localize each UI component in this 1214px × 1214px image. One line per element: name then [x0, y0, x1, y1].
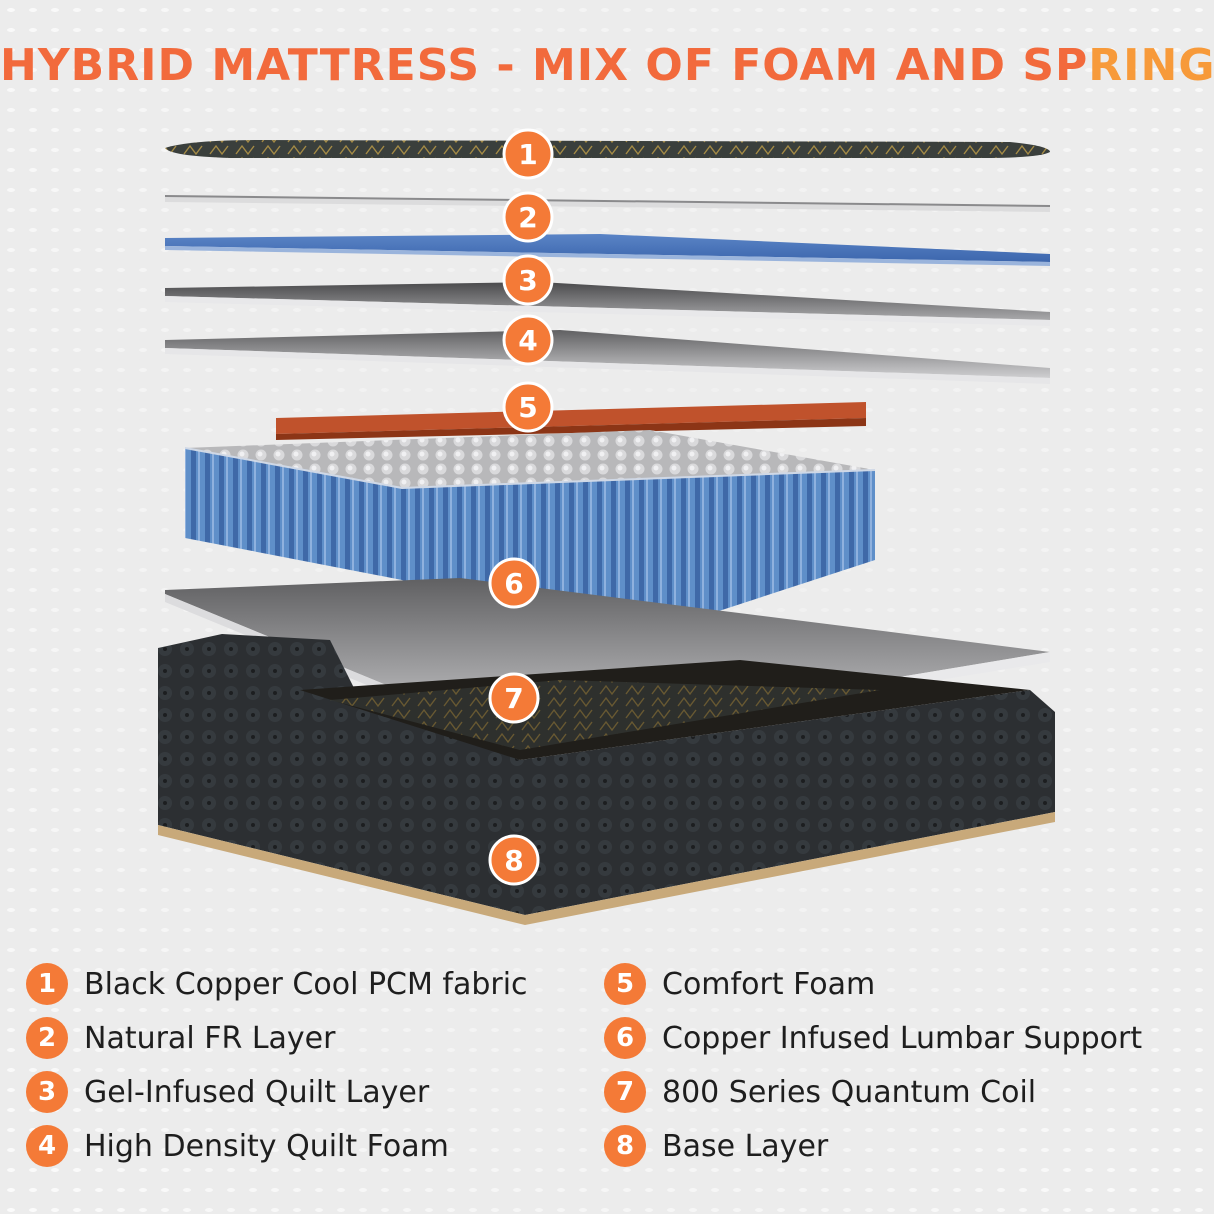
title-main: HYBRID MATTRESS - MIX OF FOAM AND SP: [0, 40, 1089, 91]
marker-8-label: 8: [504, 844, 523, 877]
legend-item: 7 800 Series Quantum Coil: [604, 1065, 1142, 1119]
layer-3-gel: [165, 234, 1050, 266]
legend-column-left: 1 Black Copper Cool PCM fabric 2 Natural…: [26, 957, 528, 1173]
marker-4: 4: [502, 314, 554, 366]
legend-label: Black Copper Cool PCM fabric: [84, 966, 528, 1002]
marker-2-label: 2: [518, 201, 537, 234]
title-highlight: RINGS: [1088, 40, 1214, 91]
marker-3-label: 3: [518, 264, 537, 297]
legend-item: 5 Comfort Foam: [604, 957, 1142, 1011]
legend-number-badge: 8: [604, 1125, 646, 1167]
legend-item: 4 High Density Quilt Foam: [26, 1119, 528, 1173]
legend-label: Base Layer: [662, 1128, 829, 1164]
marker-1-label: 1: [518, 138, 537, 171]
marker-4-label: 4: [518, 324, 537, 357]
legend-label: Comfort Foam: [662, 966, 876, 1002]
legend-number-badge: 3: [26, 1071, 68, 1113]
legend-label: High Density Quilt Foam: [84, 1128, 449, 1164]
legend-item: 2 Natural FR Layer: [26, 1011, 528, 1065]
legend-label: Copper Infused Lumbar Support: [662, 1020, 1143, 1056]
marker-7: 7: [488, 672, 540, 724]
legend-number-badge: 4: [26, 1125, 68, 1167]
legend-label: Gel-Infused Quilt Layer: [84, 1074, 430, 1110]
comfort-foam-slab: [276, 402, 866, 440]
layer-2-fr: [164, 195, 1051, 212]
marker-6: 6: [488, 557, 540, 609]
marker-7-label: 7: [504, 682, 523, 715]
layer-legend: 1 Black Copper Cool PCM fabric 2 Natural…: [26, 957, 1196, 1177]
page-title: HYBRID MATTRESS - MIX OF FOAM AND SPRING…: [0, 40, 1214, 91]
legend-number-badge: 2: [26, 1017, 68, 1059]
legend-item: 1 Black Copper Cool PCM fabric: [26, 957, 528, 1011]
legend-column-right: 5 Comfort Foam 6 Copper Infused Lumbar S…: [604, 957, 1142, 1173]
legend-number-badge: 5: [604, 963, 646, 1005]
marker-1: 1: [502, 128, 554, 180]
layer-4-quilt-foam: [165, 282, 1050, 326]
legend-item: 3 Gel-Infused Quilt Layer: [26, 1065, 528, 1119]
layer-1-fabric: [165, 140, 1050, 158]
legend-label: 800 Series Quantum Coil: [662, 1074, 1037, 1110]
marker-5: 5: [502, 381, 554, 433]
marker-6-label: 6: [504, 567, 523, 600]
legend-number-badge: 1: [26, 963, 68, 1005]
marker-2: 2: [502, 191, 554, 243]
legend-label: Natural FR Layer: [84, 1020, 336, 1056]
layer-8-base: [158, 634, 1055, 925]
legend-item: 6 Copper Infused Lumbar Support: [604, 1011, 1142, 1065]
legend-number-badge: 7: [604, 1071, 646, 1113]
marker-5-label: 5: [518, 391, 537, 424]
marker-3: 3: [502, 254, 554, 306]
legend-number-badge: 6: [604, 1017, 646, 1059]
legend-item: 8 Base Layer: [604, 1119, 1142, 1173]
mattress-layers-illustration: 1 2 3 4 5 6 7 8: [158, 128, 1055, 925]
layer-5-foam-sheet: [165, 330, 1050, 384]
marker-8: 8: [488, 834, 540, 886]
